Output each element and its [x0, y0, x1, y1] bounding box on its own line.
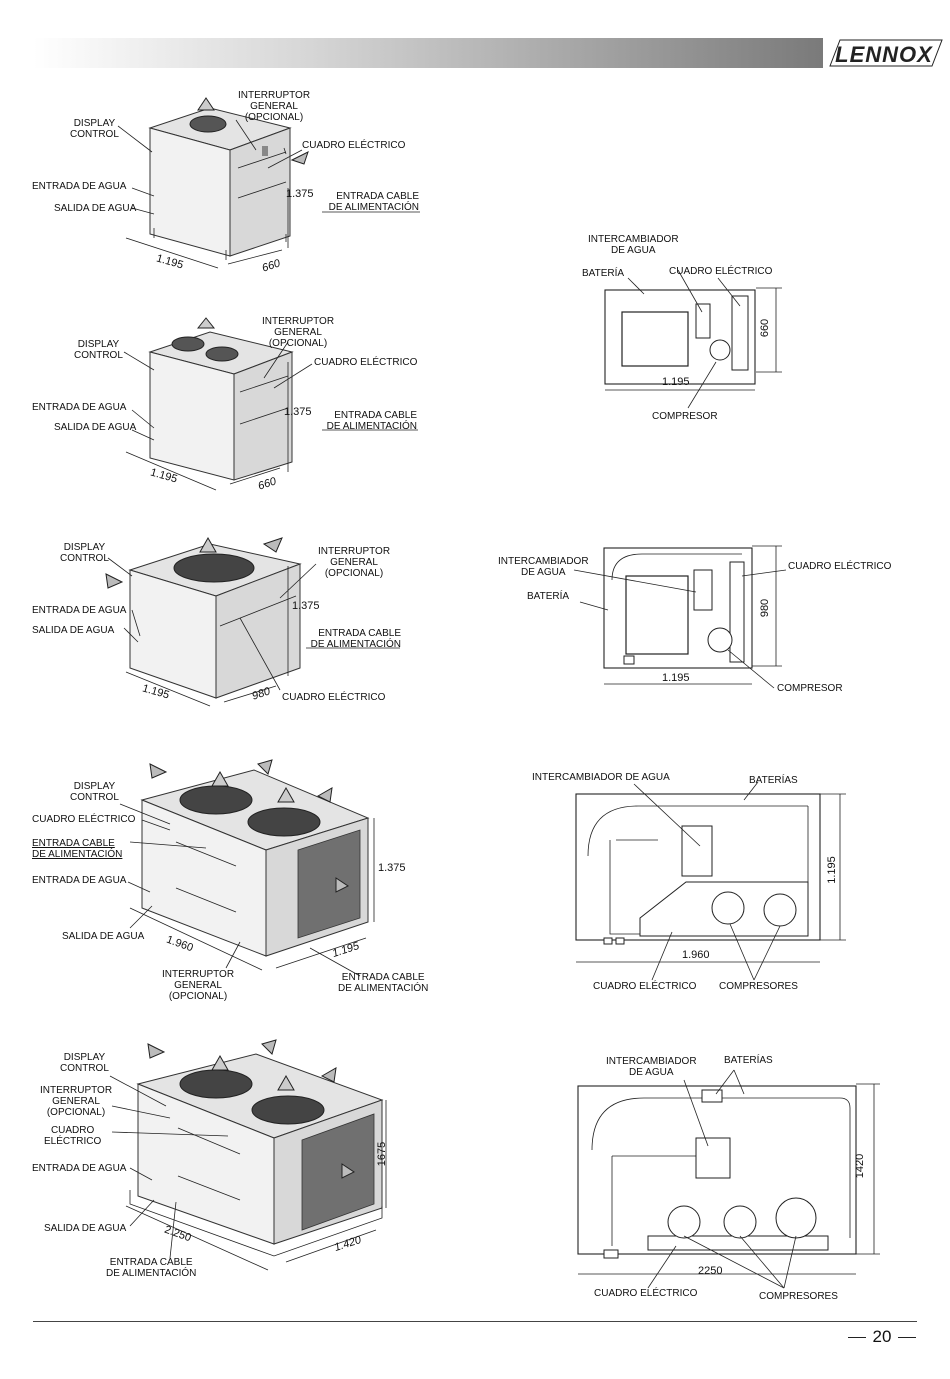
label-entrada-cable: ENTRADA CABLE [318, 628, 401, 639]
label-intercambiador: INTERCAMBIADOR [606, 1056, 697, 1067]
dim-height: 1675 [376, 1141, 389, 1167]
label-alimentacion: DE ALIMENTACIÓN [338, 983, 429, 994]
label-baterias: BATERÍAS [749, 775, 798, 786]
label-salida-agua: SALIDA DE AGUA [54, 203, 137, 214]
label-entrada-cable: ENTRADA CABLE [334, 410, 417, 421]
label-de-agua: DE AGUA [629, 1067, 674, 1078]
label-intercambiador: INTERCAMBIADOR [588, 234, 679, 245]
label-control: CONTROL [60, 553, 109, 564]
label-cuadro-electrico: CUADRO ELÉCTRICO [788, 561, 892, 572]
label-entrada-agua: ENTRADA DE AGUA [32, 605, 127, 616]
label-cuadro-electrico: CUADRO ELÉCTRICO [282, 692, 386, 703]
dim-height: 1.375 [286, 188, 314, 200]
dim-length: 2250 [698, 1265, 723, 1277]
svg-text:LENNOX: LENNOX [835, 42, 933, 67]
label-de-agua: DE AGUA [521, 567, 566, 578]
footer-rule [33, 1321, 917, 1322]
label-alimentacion: DE ALIMENTACIÓN [326, 421, 417, 432]
label-intercambiador: INTERCAMBIADOR [498, 556, 589, 567]
label-compresor: COMPRESOR [652, 411, 718, 422]
label-compresores: COMPRESORES [719, 981, 798, 992]
label-display: DISPLAY [63, 1052, 106, 1063]
label-alimentacion: DE ALIMENTACIÓN [32, 849, 123, 860]
lennox-logo: LENNOX [829, 39, 943, 67]
label-general: GENERAL [274, 327, 322, 338]
label-opcional: (OPCIONAL) [168, 991, 228, 1002]
dim-height: 1.375 [292, 600, 320, 612]
label-de-agua: DE AGUA [611, 245, 656, 256]
label-general: GENERAL [250, 101, 298, 112]
label-opcional: (OPCIONAL) [244, 112, 304, 123]
label-control: CONTROL [70, 129, 119, 140]
label-display: DISPLAY [63, 542, 106, 553]
dim-height: 1.375 [378, 862, 406, 874]
label-electrico: ELÉCTRICO [44, 1136, 102, 1147]
label-opcional: (OPCIONAL) [46, 1107, 106, 1118]
dim-depth: 1.195 [825, 856, 838, 884]
label-alimentacion: DE ALIMENTACIÓN [106, 1268, 197, 1279]
label-cuadro-electrico: CUADRO ELÉCTRICO [594, 1288, 698, 1299]
label-interruptor: INTERRUPTOR [318, 546, 391, 557]
label-general: GENERAL [330, 557, 378, 568]
label-entrada-cable: ENTRADA CABLE [336, 191, 419, 202]
unit-4-plan: INTERCAMBIADOR DE AGUA BATERÍAS 1.195 1.… [528, 766, 858, 998]
label-control: CONTROL [74, 350, 123, 361]
label-cuadro-electrico: CUADRO ELÉCTRICO [314, 357, 418, 368]
label-general: GENERAL [174, 980, 222, 991]
label-salida-agua: SALIDA DE AGUA [32, 625, 115, 636]
label-salida-agua: SALIDA DE AGUA [62, 931, 145, 942]
dim-depth: 1420 [854, 1153, 867, 1179]
label-entrada-cable: ENTRADA CABLE [32, 838, 115, 849]
label-baterias: BATERÍAS [724, 1055, 773, 1066]
label-interruptor: INTERRUPTOR [238, 90, 311, 101]
header-bar [33, 38, 823, 68]
label-control: CONTROL [70, 792, 119, 803]
label-cuadro-electrico: CUADRO ELÉCTRICO [669, 266, 773, 277]
label-interruptor: INTERRUPTOR [40, 1085, 113, 1096]
label-display: DISPLAY [73, 781, 116, 792]
label-cuadro: CUADRO [50, 1125, 95, 1136]
label-entrada-cable: ENTRADA CABLE [341, 972, 425, 983]
label-entrada-cable: ENTRADA CABLE [109, 1257, 193, 1268]
label-bateria: BATERÍA [582, 268, 625, 279]
dim-height: 1.375 [284, 406, 312, 418]
label-intercambiador: INTERCAMBIADOR DE AGUA [532, 772, 670, 783]
label-compresores: COMPRESORES [759, 1291, 838, 1302]
dim-depth: 660 [759, 318, 772, 338]
label-general: GENERAL [52, 1096, 100, 1107]
label-interruptor: INTERRUPTOR [162, 969, 235, 980]
label-cuadro-electrico: CUADRO ELÉCTRICO [32, 814, 136, 825]
page-number: 20 [846, 1326, 918, 1348]
label-entrada-agua: ENTRADA DE AGUA [32, 875, 127, 886]
label-control: CONTROL [60, 1063, 109, 1074]
label-entrada-agua: ENTRADA DE AGUA [32, 402, 127, 413]
label-opcional: (OPCIONAL) [268, 338, 328, 349]
label-cuadro-electrico: CUADRO ELÉCTRICO [593, 981, 697, 992]
label-opcional: (OPCIONAL) [324, 568, 384, 579]
label-salida-agua: SALIDA DE AGUA [54, 422, 137, 433]
label-bateria: BATERÍA [527, 591, 570, 602]
dim-length: 1.195 [662, 376, 690, 388]
label-entrada-agua: ENTRADA DE AGUA [32, 181, 127, 192]
label-display: DISPLAY [73, 118, 116, 129]
label-salida-agua: SALIDA DE AGUA [44, 1223, 127, 1234]
label-alimentacion: DE ALIMENTACIÓN [328, 202, 419, 213]
dim-length: 1.960 [682, 949, 710, 961]
label-display: DISPLAY [77, 339, 120, 350]
label-interruptor: INTERRUPTOR [262, 316, 335, 327]
label-cuadro-electrico: CUADRO ELÉCTRICO [302, 140, 406, 151]
label-alimentacion: DE ALIMENTACIÓN [310, 639, 401, 650]
label-entrada-agua: ENTRADA DE AGUA [32, 1163, 127, 1174]
dim-depth: 980 [759, 598, 772, 618]
label-compresor: COMPRESOR [777, 683, 843, 694]
dim-length: 1.195 [662, 672, 690, 684]
